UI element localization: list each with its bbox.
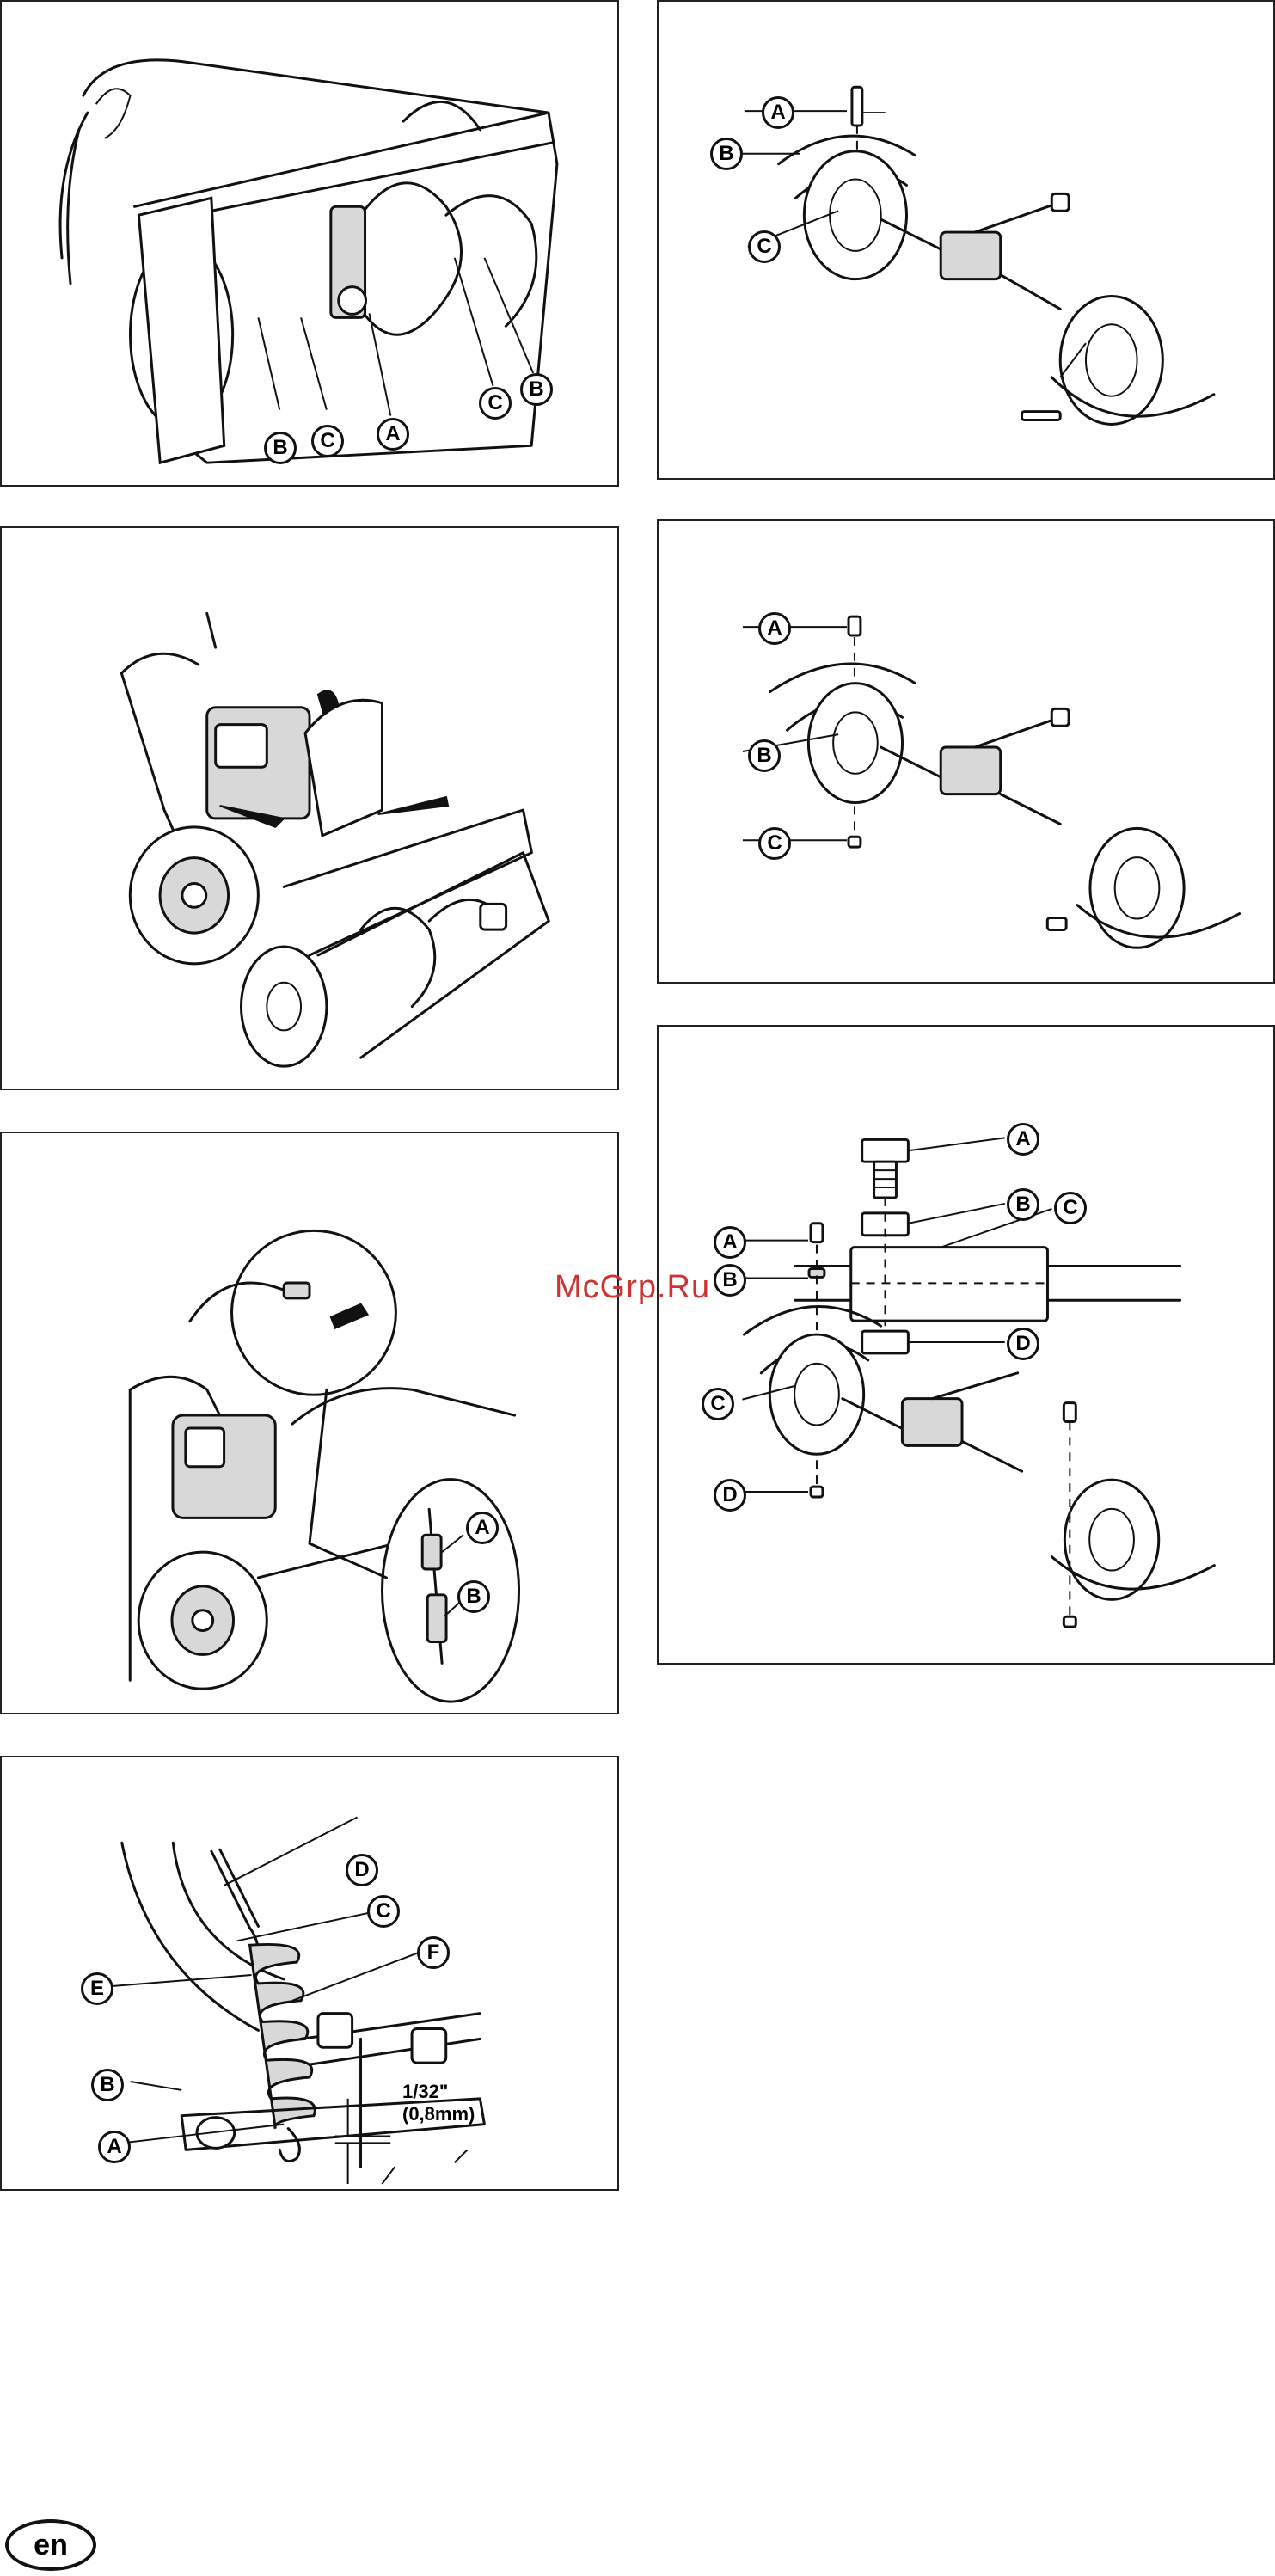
callout-b: B	[714, 1264, 746, 1297]
callout-a: A	[714, 1226, 746, 1259]
callout-f: F	[417, 1936, 450, 1969]
callout-c: C	[367, 1895, 400, 1928]
figure-auger-housing: B C A C B	[0, 0, 619, 487]
callout-c: C	[311, 425, 344, 457]
callout-a: A	[466, 1512, 499, 1544]
callout-b: B	[91, 2069, 124, 2101]
callout-d: D	[714, 1479, 746, 1512]
callout-c: C	[1054, 1192, 1087, 1224]
figure-cable-adjustment: A B	[0, 1132, 619, 1714]
callout-b: B	[520, 373, 553, 406]
callout-c: C	[748, 230, 781, 263]
callout-c: C	[758, 827, 791, 860]
callout-c: C	[479, 387, 512, 420]
callout-c: C	[702, 1388, 734, 1420]
figure-snow-thrower-overview	[0, 526, 619, 1090]
snow-thrower-overview-drawing	[2, 528, 617, 1089]
language-badge: en	[5, 2519, 96, 2571]
callout-b: B	[457, 1580, 490, 1613]
callout-b: B	[264, 432, 297, 464]
cable-adjustment-drawing	[2, 1133, 617, 1713]
figure-auger-shear-pin: A B C	[657, 0, 1275, 480]
callout-a: A	[377, 418, 409, 451]
figure-spring-adjustment: D C E F B A 1/32" (0,8mm)	[0, 1756, 619, 2191]
watermark: McGrp.Ru	[555, 1269, 710, 1306]
gap-dimension-inch: 1/32"	[402, 2081, 448, 2103]
figure-auger-bolt-nut: A B C	[657, 519, 1275, 984]
auger-spacer-detail-drawing	[659, 1027, 1273, 1663]
auger-housing-drawing	[2, 2, 617, 485]
callout-a: A	[1007, 1123, 1039, 1156]
gap-dimension-mm: (0,8mm)	[402, 2103, 475, 2125]
callout-b: B	[748, 739, 781, 772]
callout-b: B	[1007, 1188, 1039, 1221]
callout-b: B	[710, 138, 743, 170]
callout-e: E	[81, 1972, 113, 2005]
callout-d: D	[346, 1854, 378, 1886]
callout-d: D	[1007, 1328, 1039, 1360]
callout-a: A	[98, 2131, 131, 2163]
callout-a: A	[758, 612, 791, 645]
callout-a: A	[762, 96, 794, 129]
figure-auger-spacer-detail: A B C D A B C D	[657, 1025, 1275, 1665]
